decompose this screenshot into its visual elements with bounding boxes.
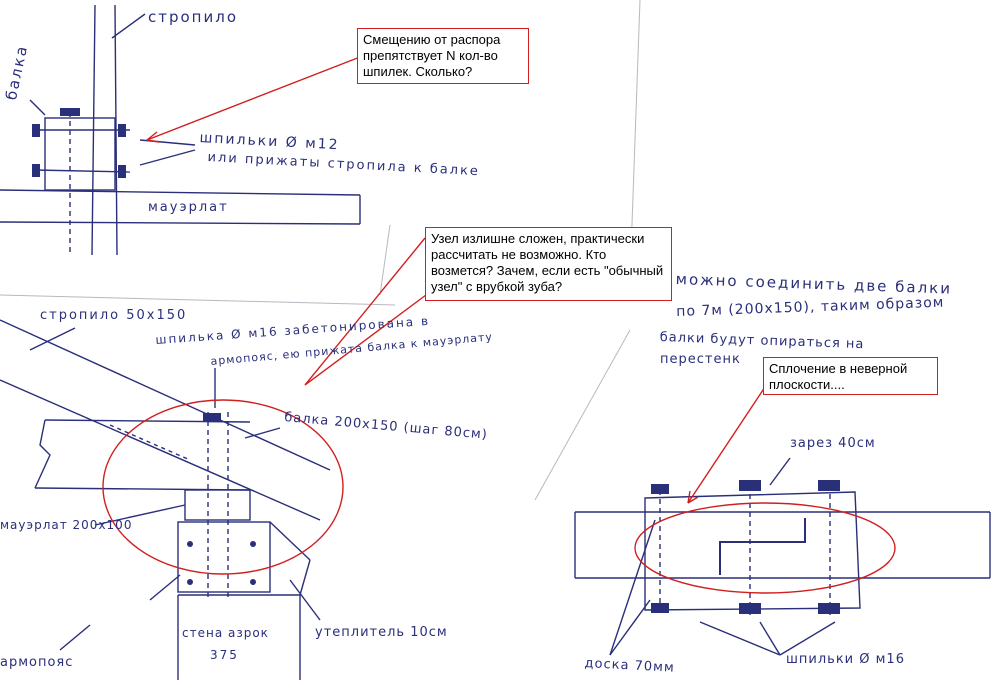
label-rafter-bottom: стропило 50х150 (40, 308, 188, 323)
note-wrong-plane: Сплочение в неверной плоскости.... (763, 357, 938, 395)
label-armopoyas: армопояс (0, 655, 74, 670)
bottom-left-bolts (187, 413, 256, 585)
bottom-left-detail (0, 319, 331, 680)
label-mauerlat-top: мауэрлат (148, 200, 229, 215)
note-complex-joint: Узел излишне сложен, практически рассчит… (425, 227, 672, 301)
right-detail (574, 457, 991, 656)
right-nuts (651, 480, 840, 614)
annotation-ellipse-left (102, 399, 344, 575)
label-insulation: утеплитель 10см (315, 625, 448, 640)
top-left-nuts (32, 108, 126, 178)
note-studs-question: Смещению от распора препятствует N кол-в… (357, 28, 529, 84)
label-cut: зарез 40см (790, 436, 876, 451)
label-studs-m16-right: шпильки Ø м16 (786, 652, 905, 667)
label-right-text-4: перестенк (660, 352, 741, 367)
annotation-ellipse-right (634, 502, 896, 594)
label-wall-num: 375 (210, 648, 239, 662)
label-rafter-top: стропило (148, 8, 239, 26)
label-wall: стена азрок (182, 626, 269, 640)
label-mauerlat-bottom: мауэрлат 200х100 (0, 518, 133, 532)
top-left-detail (0, 4, 361, 256)
red-annotations (102, 56, 896, 594)
